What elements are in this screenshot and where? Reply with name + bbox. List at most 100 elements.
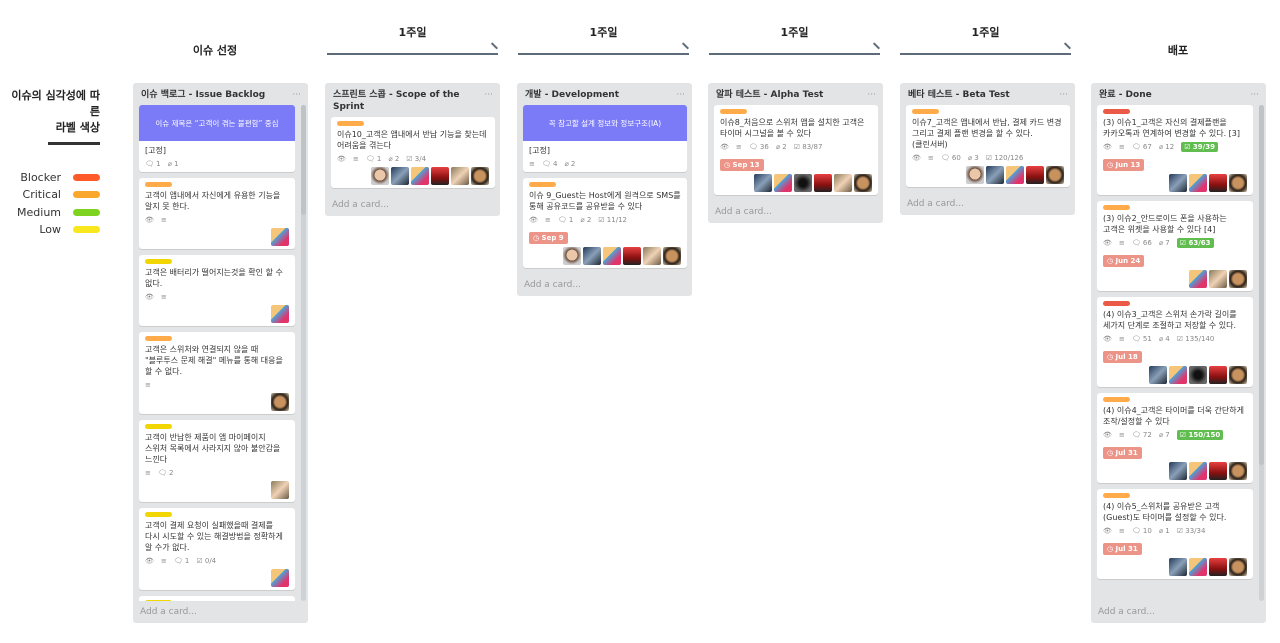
avatar[interactable]: [854, 174, 872, 192]
add-card-button[interactable]: Add a card...: [524, 280, 581, 290]
card[interactable]: 이슈10_고객은 앱내에서 반납 기능을 찾는데 어려움을 겪는다👁≡🗨 1⌀ …: [331, 117, 495, 188]
card-title: [고정]: [145, 146, 166, 155]
avatar[interactable]: [583, 247, 601, 265]
avatar[interactable]: [1229, 270, 1247, 288]
card[interactable]: 고객이 결제 요청이 실패했을때 결제를 다시 시도할 수 있는 해결방법을 정…: [139, 508, 295, 590]
scrollbar-thumb[interactable]: [1259, 105, 1264, 465]
list-menu-button[interactable]: ···: [867, 90, 876, 100]
card-badges: 👁≡🗨 60⌀ 3☑ 120/126: [912, 153, 1064, 163]
card[interactable]: (3) 이슈2_안드로이드 폰을 사용하는 고객은 위젯을 사용할 수 있다 […: [1097, 201, 1253, 291]
avatar[interactable]: [1209, 462, 1227, 480]
card[interactable]: 이슈8_처음으로 스위처 앱을 설치한 고객은 타이머 시그널을 볼 수 있다👁…: [714, 105, 878, 195]
label-low: [145, 512, 172, 517]
avatar[interactable]: [623, 247, 641, 265]
list-title: 완료 - Done: [1099, 90, 1152, 100]
label-critical: [145, 336, 172, 341]
avatar[interactable]: [1006, 166, 1024, 184]
avatar[interactable]: [794, 174, 812, 192]
avatar[interactable]: [814, 174, 832, 192]
avatar[interactable]: [271, 393, 289, 411]
member-avatars: [1103, 558, 1247, 576]
card[interactable]: (4) 이슈5_스위처를 공유받은 고객(Guest)도 타이머를 설정할 수 …: [1097, 489, 1253, 579]
avatar[interactable]: [1169, 462, 1187, 480]
badge-count: 1: [1165, 527, 1170, 535]
card[interactable]: 꼭 참고할 설계 정보와 정보구조(IA)[고정]≡🗨 4⌀ 2: [523, 105, 687, 172]
description-icon: ≡: [1118, 527, 1125, 535]
avatar[interactable]: [643, 247, 661, 265]
add-card-button[interactable]: Add a card...: [140, 607, 197, 617]
avatar[interactable]: [563, 247, 581, 265]
avatar[interactable]: [1189, 174, 1207, 192]
card[interactable]: 고객은 배터리가 떨어지는것을 확인 할 수 없다.👁≡: [139, 255, 295, 326]
avatar[interactable]: [1209, 366, 1227, 384]
avatar[interactable]: [663, 247, 681, 265]
avatar[interactable]: [1229, 462, 1247, 480]
add-card-button[interactable]: Add a card...: [1098, 607, 1155, 617]
avatar[interactable]: [1229, 558, 1247, 576]
list-title: 스프린트 스콥 - Scope of the Sprint: [333, 90, 460, 112]
avatar[interactable]: [1209, 174, 1227, 192]
card[interactable]: 이슈 제목은 “고객이 겪는 불편함” 중심[고정]🗨 1⌀ 1: [139, 105, 295, 172]
card[interactable]: (4) 이슈4_고객은 타이머를 더욱 간단하게 조작/설정할 수 있다👁≡🗨 …: [1097, 393, 1253, 483]
card[interactable]: 고객은 스위처 손가락을 자신에게 알맞는 길이로 디테일하게 조절할 수 없다…: [139, 596, 295, 601]
member-avatars: [1103, 366, 1247, 384]
avatar[interactable]: [1169, 366, 1187, 384]
avatar[interactable]: [1189, 558, 1207, 576]
scrollbar[interactable]: [301, 105, 306, 601]
card[interactable]: 이슈7_고객은 앱내에서 반납, 결제 카드 변경 그리고 결제 플랜 변경을 …: [906, 105, 1070, 187]
badge-checkok: ☑ 150/150: [1176, 430, 1224, 440]
list-menu-button[interactable]: ···: [1059, 90, 1068, 100]
scrollbar[interactable]: [1259, 105, 1264, 601]
avatar[interactable]: [391, 167, 409, 185]
avatar[interactable]: [471, 167, 489, 185]
avatar[interactable]: [271, 305, 289, 323]
list-menu-button[interactable]: ···: [484, 90, 493, 100]
avatar[interactable]: [1169, 558, 1187, 576]
avatar[interactable]: [1189, 270, 1207, 288]
avatar[interactable]: [1229, 174, 1247, 192]
phase-week-4: 1주일: [971, 26, 1000, 39]
avatar[interactable]: [371, 167, 389, 185]
list-menu-button[interactable]: ···: [1250, 90, 1259, 100]
avatar[interactable]: [774, 174, 792, 192]
avatar[interactable]: [1169, 174, 1187, 192]
add-card-button[interactable]: Add a card...: [907, 199, 964, 209]
card-title: 고객이 앱내에서 자신에게 유용한 기능을 알지 못 한다.: [145, 191, 281, 211]
badge-check: ☑ 0/4: [196, 556, 216, 566]
avatar[interactable]: [966, 166, 984, 184]
avatar[interactable]: [1026, 166, 1044, 184]
avatar[interactable]: [451, 167, 469, 185]
avatar[interactable]: [1209, 558, 1227, 576]
avatar[interactable]: [603, 247, 621, 265]
avatar[interactable]: [1229, 366, 1247, 384]
scrollbar-thumb[interactable]: [301, 105, 306, 215]
card[interactable]: 고객이 반납한 제품이 앱 마이페이지 스위처 목록에서 사라지지 않아 불안감…: [139, 420, 295, 502]
avatar[interactable]: [986, 166, 1004, 184]
card[interactable]: 고객이 앱내에서 자신에게 유용한 기능을 알지 못 한다.👁≡: [139, 178, 295, 249]
avatar[interactable]: [271, 481, 289, 499]
badge-count: 4: [553, 160, 558, 168]
member-avatars: [529, 247, 681, 265]
list-menu-button[interactable]: ···: [676, 90, 685, 100]
avatar[interactable]: [1046, 166, 1064, 184]
avatar[interactable]: [271, 569, 289, 587]
avatar[interactable]: [271, 228, 289, 246]
avatar[interactable]: [431, 167, 449, 185]
add-card-button[interactable]: Add a card...: [332, 200, 389, 210]
card[interactable]: (3) 이슈1_고객은 자신의 결제플랜을 카카오톡과 연계하여 변경할 수 있…: [1097, 105, 1253, 195]
avatar[interactable]: [1209, 270, 1227, 288]
avatar[interactable]: [1149, 366, 1167, 384]
avatar[interactable]: [834, 174, 852, 192]
card-title: 고객은 스위처와 연결되지 않을 때 "블루투스 문제 해결" 메뉴를 통해 대…: [145, 345, 283, 376]
avatar[interactable]: [1189, 462, 1207, 480]
card[interactable]: 고객은 스위처와 연결되지 않을 때 "블루투스 문제 해결" 메뉴를 통해 대…: [139, 332, 295, 414]
avatar[interactable]: [411, 167, 429, 185]
card[interactable]: 이슈 9_Guest는 Host에게 원격으로 SMS를 통해 공유코드를 공유…: [523, 178, 687, 268]
badge-count: 12: [1165, 143, 1175, 151]
list-menu-button[interactable]: ···: [292, 90, 301, 100]
avatar[interactable]: [754, 174, 772, 192]
add-card-button[interactable]: Add a card...: [715, 207, 772, 217]
avatar[interactable]: [1189, 366, 1207, 384]
card[interactable]: (4) 이슈3_고객은 스위처 손가락 길이를 세가지 단계로 조절하고 저장할…: [1097, 297, 1253, 387]
list-3: 알파 테스트 - Alpha Test···이슈8_처음으로 스위처 앱을 설치…: [708, 83, 883, 223]
